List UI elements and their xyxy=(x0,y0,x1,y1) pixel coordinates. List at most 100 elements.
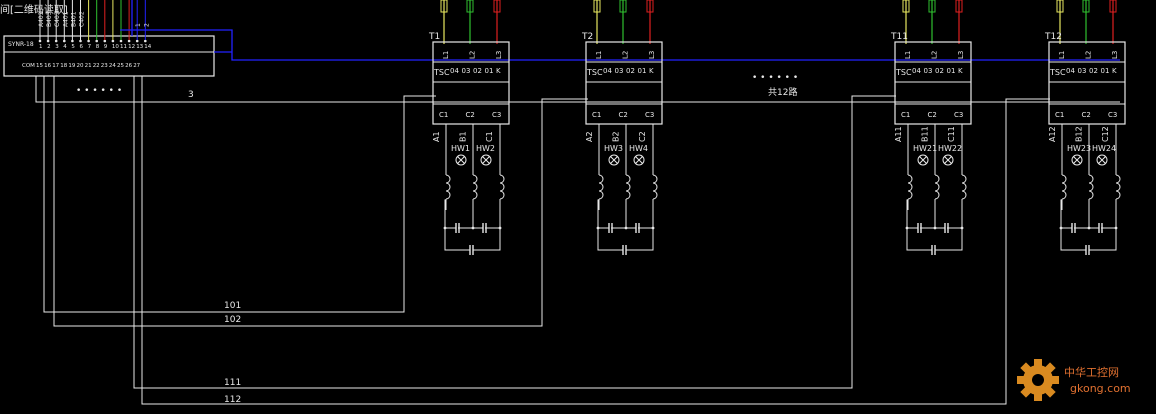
phase-label: A2 xyxy=(585,131,594,142)
middle-dots: • • • • • • xyxy=(752,73,798,83)
lamp-icon xyxy=(455,154,467,166)
pin-dot xyxy=(54,39,58,43)
lamp-cross xyxy=(1098,156,1106,164)
unit-top-pin: L3 xyxy=(495,51,503,59)
junction-dot xyxy=(498,226,502,230)
lamp-icon xyxy=(608,154,620,166)
controller-vertical-label: C402 xyxy=(79,11,86,27)
unit-bottom-pin: C3 xyxy=(1108,111,1117,119)
unit-inner-label: TSC xyxy=(586,68,603,77)
unit-bottom-pin: C1 xyxy=(439,111,448,119)
controller-bottom-pin: 18 xyxy=(60,63,67,69)
reactor-coil-icon xyxy=(652,174,658,200)
unit-top-pin: L1 xyxy=(1058,51,1066,59)
unit-top-pin: L3 xyxy=(648,51,656,59)
fuse-icon xyxy=(440,0,448,13)
unit-top-pin: L2 xyxy=(1085,51,1093,59)
unit-row-pin: 02 xyxy=(1089,67,1098,75)
cap-wire xyxy=(597,199,609,229)
reactor-coil-icon xyxy=(472,174,478,200)
controller-top-pin: 3 xyxy=(55,44,59,50)
controller-vertical-label: A403 xyxy=(38,11,45,27)
unit-row-pin: 03 xyxy=(462,67,471,75)
reactor-coil-icon xyxy=(625,174,631,200)
fuse-icon xyxy=(466,0,474,13)
gear-icon xyxy=(1017,359,1059,401)
pin-dot xyxy=(111,39,115,43)
unit-box xyxy=(432,41,510,125)
junction-dot xyxy=(933,226,937,230)
cap-wire xyxy=(1089,228,1117,251)
junction-dot xyxy=(905,226,909,230)
unit-row-pin: 01 xyxy=(947,67,956,75)
reactor-coil-icon xyxy=(934,174,940,200)
pin-dot xyxy=(103,39,107,43)
watermark-url: gkong.com xyxy=(1070,382,1131,395)
controller-top-pin: 9 xyxy=(104,44,108,50)
unit-top-pin: L1 xyxy=(442,51,450,59)
phase-label: B2 xyxy=(612,131,621,142)
lamp-icon xyxy=(480,154,492,166)
pin-dot xyxy=(144,39,147,43)
unit-row-pin: 04 xyxy=(603,67,612,75)
controller-vertical-label: 1 xyxy=(135,23,142,27)
unit-row-pin: K xyxy=(649,67,654,75)
cap-wire xyxy=(473,228,501,251)
watermark-logo: 中华工控网 gkong.com xyxy=(1017,359,1131,401)
reactor-coil-icon xyxy=(1115,174,1121,200)
lamp-label: HW24 xyxy=(1092,144,1116,153)
fuse-icon xyxy=(593,0,601,13)
cap-wire xyxy=(906,199,918,229)
lamp-label: HW23 xyxy=(1067,144,1091,153)
unit-row-pin: 02 xyxy=(473,67,482,75)
reactor-coil-icon xyxy=(907,174,913,200)
controller-bottom-pin: 27 xyxy=(133,63,140,69)
middle-note: 共12路 xyxy=(768,86,797,98)
fuse-icon xyxy=(619,0,627,13)
cap-wire xyxy=(444,228,470,251)
unit-bottom-pin: C1 xyxy=(592,111,601,119)
unit-bottom-pin: C1 xyxy=(1055,111,1064,119)
pin-dot xyxy=(87,39,90,43)
unit-row-pin: 02 xyxy=(935,67,944,75)
title-fragment: 间[二维码读取] xyxy=(0,3,68,16)
unit-row-pin: 04 xyxy=(450,67,459,75)
pin-dot xyxy=(63,39,66,43)
cap-wire xyxy=(1101,200,1117,229)
unit-top-pin: L2 xyxy=(622,51,630,59)
unit-bottom-pin: C3 xyxy=(492,111,501,119)
controller-bottom-pin: 17 xyxy=(52,63,59,69)
phase-label: A1 xyxy=(432,131,441,142)
lamp-icon xyxy=(633,154,645,166)
wire-segment xyxy=(35,76,1120,103)
controller-top-pin: 5 xyxy=(71,44,75,50)
unit-top-pin: L1 xyxy=(904,51,912,59)
unit-bottom-pin: C1 xyxy=(901,111,910,119)
cap-wire xyxy=(444,199,456,229)
unit-row-pin: 01 xyxy=(1101,67,1110,75)
unit-bottom-pin: C3 xyxy=(954,111,963,119)
pin-dot xyxy=(127,39,131,43)
unit-row-pin: 01 xyxy=(638,67,647,75)
lamp-icon xyxy=(917,154,929,166)
lamp-label: HW3 xyxy=(604,144,623,153)
wire-segment xyxy=(43,76,436,313)
lamp-label: HW21 xyxy=(913,144,937,153)
lamp-icon xyxy=(1096,154,1108,166)
unit-row-pin: 04 xyxy=(1066,67,1075,75)
wire-label-101: 101 xyxy=(224,301,241,311)
phase-label: C11 xyxy=(947,126,956,142)
lamp-cross xyxy=(635,156,643,164)
unit-top-pin: L3 xyxy=(1111,51,1119,59)
cap-wire xyxy=(935,228,963,251)
unit-row-pin: K xyxy=(1112,67,1117,75)
controller-bottom-pin: 26 xyxy=(125,63,132,69)
wire-label-112: 112 xyxy=(224,395,241,405)
lamp-label: HW2 xyxy=(476,144,495,153)
junction-dot xyxy=(596,226,600,230)
